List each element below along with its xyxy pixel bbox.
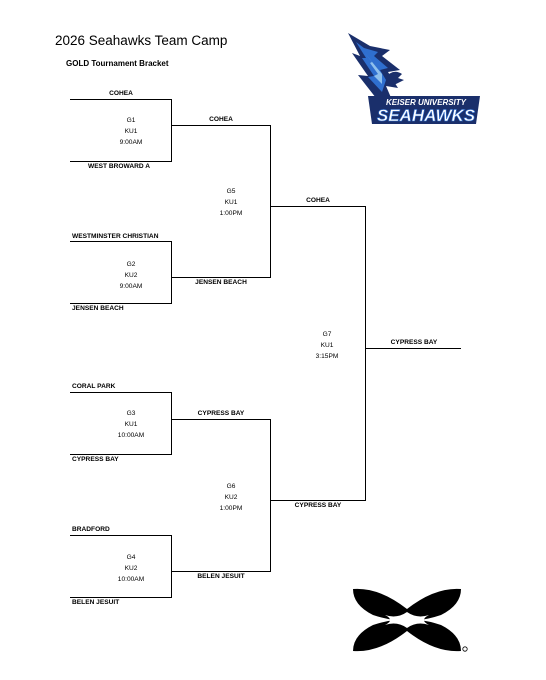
bracket-line (70, 535, 172, 537)
seahawks-logo: KEISER UNIVERSITY SEAHAWKS (330, 28, 490, 128)
game-info: G3 KU1 10:00AM (101, 408, 161, 441)
champion-label: CYPRESS BAY (390, 339, 438, 346)
game-time: 9:00AM (119, 283, 143, 290)
team-label: COHEA (209, 116, 233, 123)
court-label: KU2 (124, 565, 138, 572)
bracket-line (270, 419, 272, 572)
game-time: 10:00AM (117, 576, 145, 583)
bracket-line (171, 277, 271, 279)
game-info: G2 KU2 9:00AM (101, 259, 161, 292)
bracket-subtitle: GOLD Tournament Bracket (66, 59, 169, 68)
bracket-line (171, 419, 271, 421)
team-label: WEST BROWARD A (88, 163, 151, 170)
team-label: BELEN JESUIT (197, 573, 245, 580)
bracket-line (70, 99, 172, 101)
team-label: CYPRESS BAY (294, 502, 342, 509)
game-number: G4 (126, 554, 136, 561)
under-armour-icon (353, 588, 468, 652)
game-number: G7 (322, 331, 332, 338)
team-label: WESTMINSTER CHRISTIAN (72, 233, 159, 240)
bracket-line (171, 241, 173, 304)
bracket-line (171, 392, 173, 455)
under-armour-logo (345, 585, 470, 655)
keiser-banner-text: KEISER UNIVERSITY (386, 98, 467, 107)
seahawk-icon: KEISER UNIVERSITY SEAHAWKS (348, 33, 480, 125)
game-number: G3 (126, 410, 136, 417)
court-label: KU2 (124, 272, 138, 279)
page-title: 2026 Seahawks Team Camp (55, 33, 228, 48)
team-label: CORAL PARK (72, 383, 116, 390)
game-number: G1 (126, 117, 136, 124)
bracket-line (270, 206, 366, 208)
team-label: CYPRESS BAY (72, 456, 119, 463)
game-time: 3:15PM (315, 353, 339, 360)
game-info: G4 KU2 10:00AM (101, 552, 161, 585)
team-label: JENSEN BEACH (72, 305, 124, 312)
bracket-line (70, 161, 172, 163)
court-label: KU1 (124, 421, 138, 428)
game-number: G2 (126, 261, 136, 268)
bracket-line (171, 99, 173, 162)
court-label: KU1 (124, 128, 138, 135)
game-number: G5 (226, 188, 236, 195)
game-info: G7 KU1 3:15PM (297, 329, 357, 362)
team-label: CYPRESS BAY (197, 410, 245, 417)
game-time: 10:00AM (117, 432, 145, 439)
bracket-line (365, 206, 367, 501)
game-number: G6 (226, 483, 236, 490)
team-label: BRADFORD (72, 526, 110, 533)
bracket-line (70, 241, 172, 243)
seahawks-wordmark: SEAHAWKS (377, 106, 476, 125)
team-label: JENSEN BEACH (195, 279, 247, 286)
game-info: G5 KU1 1:00PM (201, 186, 261, 219)
team-label: COHEA (306, 197, 330, 204)
bracket-line (171, 535, 173, 598)
court-label: KU1 (224, 199, 238, 206)
team-label: COHEA (109, 90, 133, 97)
bracket-line (70, 303, 172, 305)
game-time: 1:00PM (219, 210, 243, 217)
game-time: 9:00AM (119, 139, 143, 146)
team-label: BELEN JESUIT (72, 599, 120, 606)
game-info: G1 KU1 9:00AM (101, 115, 161, 148)
bracket-line (171, 125, 271, 127)
bracket-line (70, 454, 172, 456)
court-label: KU2 (224, 494, 238, 501)
bracket-line (270, 500, 366, 502)
bracket-line (365, 348, 461, 350)
bracket-line (171, 571, 271, 573)
game-time: 1:00PM (219, 505, 243, 512)
bracket-line (270, 125, 272, 278)
bracket-line (70, 597, 172, 599)
court-label: KU1 (320, 342, 334, 349)
bracket-line (70, 392, 172, 394)
game-info: G6 KU2 1:00PM (201, 481, 261, 514)
